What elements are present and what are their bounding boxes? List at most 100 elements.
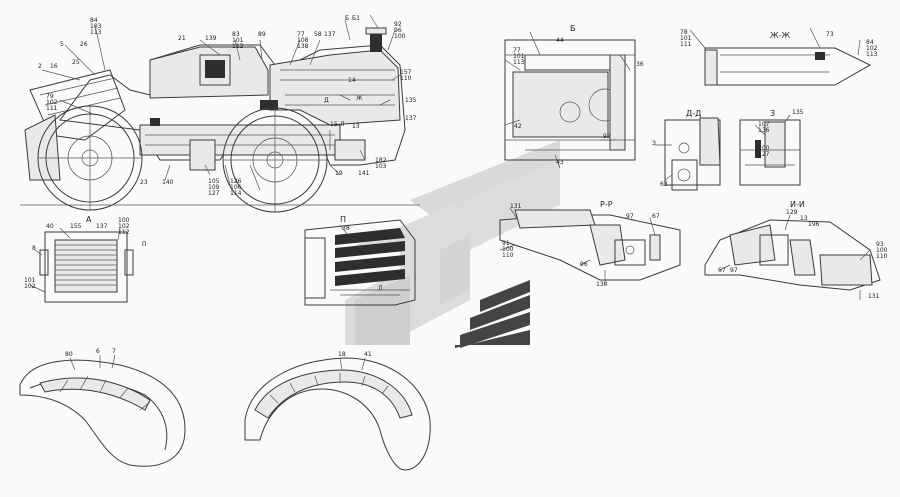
callout-label: 126 [230,178,242,185]
callout-label: 137 [405,115,417,122]
callout-label: 108 [297,37,309,44]
callout-label: 77 [513,47,521,54]
callout-label: 77 [297,31,305,38]
view-p-title: П [340,215,346,224]
callout-label: 97 [626,213,634,220]
callout-label: 112 [118,229,130,236]
callout-label: 113 [90,29,102,36]
callout-label: 84 [866,39,874,46]
callout-label: 36 [636,61,644,68]
callout-label: 105 [208,178,220,185]
callout-label: 138 [297,43,309,50]
callout-label: 100 [502,246,514,253]
callout-label: 42 [514,123,522,130]
callout-label: 89 [258,31,266,38]
callout-label: 102 [118,223,130,230]
callout-label: 14 [348,77,356,84]
callout-label: 157 [400,69,412,76]
callout-label: 83 [232,31,240,38]
view-ii-section [704,214,881,300]
callout-label: 141 [358,170,370,177]
callout-label: 97 [730,267,738,274]
callout-label: 93 [876,241,884,248]
callout-label: 102 [46,99,58,106]
callout-label: 103 [375,163,387,170]
callout-label: 106 [230,184,242,191]
view-a-title: А [86,215,92,224]
view-zh-title: Ж-Ж [770,31,791,40]
callout-label: 113 [866,51,878,58]
callout-label: 92 [603,133,611,140]
callout-label: 8 [32,245,36,252]
callout-label: 41 [364,351,372,358]
callout-label: 127 [208,190,220,197]
view-z-title: З [770,109,775,118]
watermark-logo [345,140,560,348]
callout-label: 129 [786,209,798,216]
callout-label: 100 [394,33,406,40]
callout-label: П [142,241,147,248]
view-a-section [29,227,134,303]
callout-label: 127 [758,151,770,158]
callout-label: 13 [352,123,360,130]
callout-label: 111 [680,41,692,48]
callout-label: 80 [65,351,73,358]
callout-label: 110 [876,253,888,260]
callout-label: 79 [46,93,54,100]
callout-label: 44 [556,37,564,44]
callout-label: 135 [792,109,804,116]
view-zh-section [689,27,872,86]
callout-label: 26 [80,41,88,48]
callout-label: 137 [324,31,336,38]
fender-left-view [19,354,186,467]
callout-label: 102 [866,45,878,52]
callout-label: 196 [808,221,820,228]
callout-label: 40 [46,223,54,230]
callout-label: 137 [96,223,108,230]
callout-label: 58 [314,31,322,38]
callout-label: 13 [800,215,808,222]
view-b-title: Б [570,24,576,33]
callout-label: 131 [868,293,880,300]
callout-label: 18 [338,351,346,358]
callout-label: 113 [513,59,525,66]
view-ii-title: И-И [790,200,805,209]
callout-label: 21 [178,35,186,42]
view-p-section [304,219,416,306]
callout-label: 100 [758,145,770,152]
callout-label: 140 [162,179,174,186]
callout-label: 101 [24,277,36,284]
callout-label: 182 [375,157,387,164]
callout-label: 5 [60,41,64,48]
view-rr-title: Р-Р [600,200,613,209]
callout-label: 135 [405,97,417,104]
callout-label: 114 [230,190,242,197]
callout-label: 131 [510,203,522,210]
callout-label: 96 [580,261,588,268]
callout-label: 110 [502,252,514,259]
callout-label: 112 [232,43,244,50]
callout-label: 100 [118,217,130,224]
callout-label: 43 [556,159,564,166]
callout-label: З [652,140,656,147]
callout-label: 109 [208,184,220,191]
callout-label: 78 [680,29,688,36]
view-b-section [504,31,636,169]
callout-label: 15 [330,121,338,128]
callout-label: 103 [90,23,102,30]
callout-label: 101 [680,35,692,42]
rear-wheel [222,107,328,213]
callout-label: Л [378,285,383,292]
callout-label: 67 [718,267,726,274]
callout-label: Л [340,121,345,128]
callout-label: 92 [394,21,402,28]
callout-label: 136 [758,127,770,134]
callout-label: 155 [70,223,82,230]
view-rr-section [499,207,681,285]
callout-label: Б1 [352,15,360,22]
callout-label: 102 [24,283,36,290]
callout-label: Б [345,15,349,22]
